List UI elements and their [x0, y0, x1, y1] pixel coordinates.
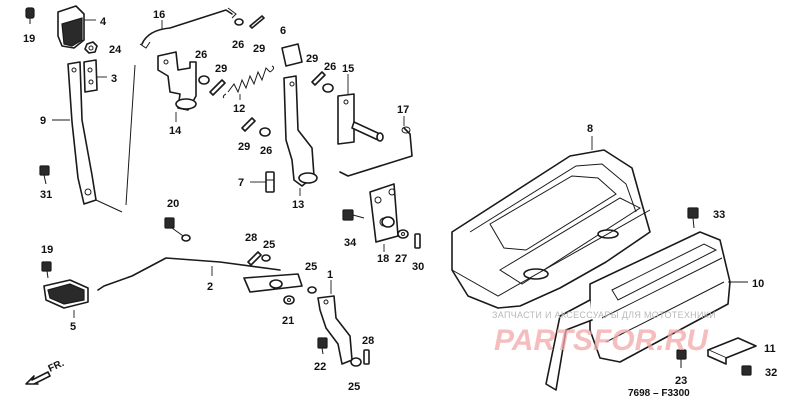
plate-3 [83, 59, 98, 93]
front-direction-label: FR. [47, 358, 66, 375]
knob-4 [57, 5, 85, 49]
rod-17 [339, 126, 413, 177]
washer-26-mid [198, 75, 210, 85]
callout-31: 31 [40, 189, 52, 201]
bolt-19-bottom [41, 261, 52, 279]
rod-16 [139, 7, 237, 49]
callout-26-low: 26 [260, 145, 272, 157]
callout-30: 30 [412, 261, 424, 273]
knob-5 [43, 279, 89, 309]
bolt-32 [741, 365, 752, 376]
callout-25-bottom: 25 [348, 381, 360, 393]
block-6 [281, 43, 303, 67]
callout-14: 14 [169, 125, 182, 137]
pin-29-right [311, 71, 326, 86]
washer-21 [283, 295, 295, 305]
callout-25-right: 25 [305, 261, 317, 273]
nut-24 [84, 41, 98, 54]
callout-9: 9 [40, 115, 46, 127]
bracket-11 [707, 337, 757, 365]
callout-7: 7 [238, 177, 244, 189]
callout-5: 5 [70, 321, 76, 333]
callout-2: 2 [207, 281, 213, 293]
bolt-34 [342, 209, 365, 221]
callout-18: 18 [377, 253, 389, 265]
callout-12: 12 [233, 103, 245, 115]
pin-29-top [249, 15, 265, 29]
bolt-20 [164, 217, 191, 242]
callout-22: 22 [314, 361, 326, 373]
callout-26-mid: 26 [195, 49, 207, 61]
bolt-31 [39, 165, 50, 185]
washer-25-mid [261, 254, 271, 262]
front-direction-arrow-icon [25, 371, 51, 385]
plate-18 [369, 183, 399, 243]
panel-10 [545, 231, 731, 391]
pin-29-low [241, 117, 256, 132]
bracket-14 [157, 51, 197, 111]
callout-32: 32 [765, 367, 777, 379]
cover-8 [451, 149, 651, 309]
callout-23: 23 [675, 375, 687, 387]
callout-24: 24 [109, 44, 122, 56]
callout-25-mid: 25 [263, 239, 275, 251]
pin-28-mid [247, 251, 262, 266]
watermark-tagline: ЗАПЧАСТИ И АКСЕССУАРЫ ДЛЯ МОТОТЕХНИКИ [492, 310, 716, 320]
washer-26-top [234, 18, 244, 26]
callout-19-bottom: 19 [41, 244, 53, 256]
callout-15: 15 [342, 63, 354, 75]
callout-1: 1 [327, 269, 333, 281]
callout-3: 3 [111, 73, 117, 85]
stud-7 [265, 171, 275, 193]
bolt-22 [317, 337, 328, 355]
bolt-33 [687, 207, 699, 229]
bolt-19-top [25, 7, 35, 24]
callout-29-right: 29 [306, 53, 318, 65]
pin-29-mid [209, 79, 226, 96]
callout-27: 27 [395, 253, 407, 265]
callout-11: 11 [764, 343, 776, 355]
callout-34: 34 [344, 237, 357, 249]
callout-29-low: 29 [238, 141, 250, 153]
callout-19-top: 19 [23, 33, 35, 45]
callout-29-mid: 29 [215, 63, 227, 75]
arm-13 [283, 75, 318, 187]
callout-16: 16 [153, 9, 165, 21]
pin-30 [414, 233, 421, 249]
callout-28-mid: 28 [245, 232, 257, 244]
washer-26-low [259, 127, 271, 137]
rod-2 [97, 257, 303, 293]
callout-13: 13 [292, 199, 304, 211]
callout-8: 8 [587, 123, 593, 135]
callout-6: 6 [280, 25, 286, 37]
callout-33: 33 [713, 209, 725, 221]
callout-28-bottom: 28 [362, 335, 374, 347]
bracket-15 [337, 93, 384, 145]
callout-10: 10 [752, 278, 764, 290]
arm-1 [317, 295, 353, 365]
diagram-code: 7698 – F3300 [628, 388, 690, 399]
callout-20: 20 [167, 198, 179, 210]
callout-29-top: 29 [253, 43, 265, 55]
washer-26-right [322, 83, 334, 93]
callout-26-right: 26 [324, 61, 336, 73]
callout-17: 17 [397, 104, 409, 116]
callout-26-top: 26 [232, 39, 244, 51]
callout-21: 21 [282, 315, 294, 327]
pin-28-bottom [363, 349, 370, 365]
watermark-brand: PARTSFOR.RU [494, 324, 709, 357]
bolt-23 [676, 349, 687, 368]
washer-25-bottom [350, 357, 362, 367]
washer-27 [397, 229, 409, 239]
spring-12 [222, 65, 275, 99]
washer-25-right [307, 286, 317, 294]
callout-4: 4 [100, 16, 107, 28]
